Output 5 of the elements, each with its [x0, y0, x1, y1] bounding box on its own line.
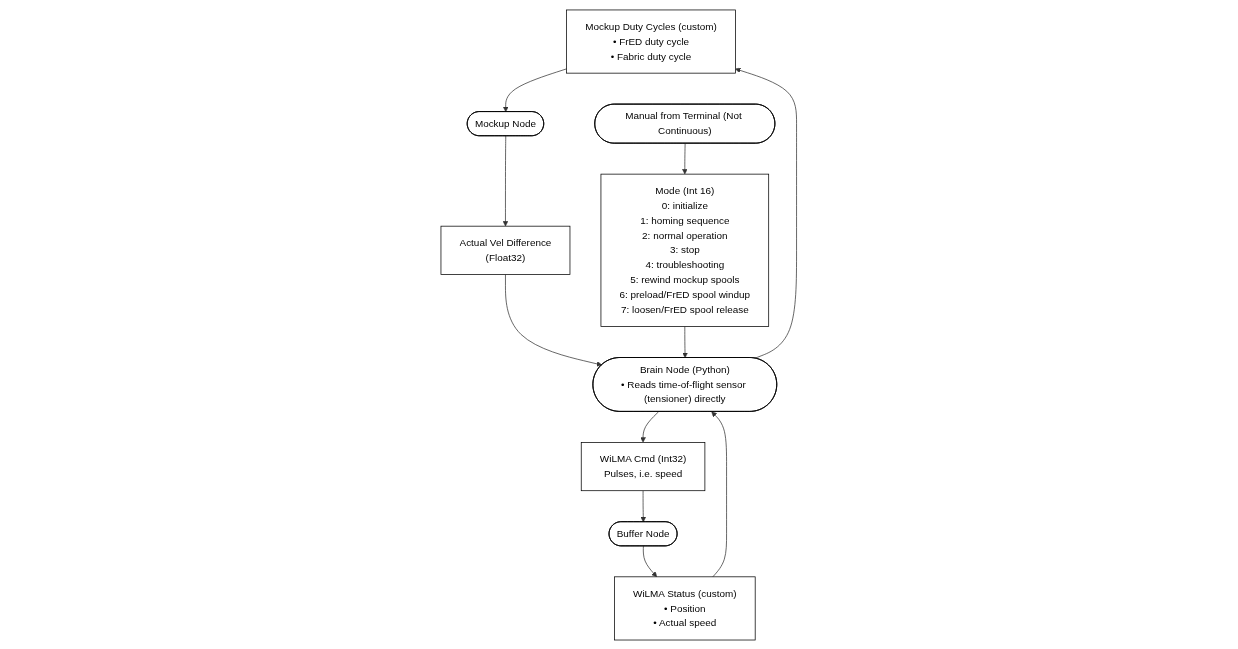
- node-box: WiLMA Cmd (Int32) Pulses, i.e. speed: [581, 441, 706, 491]
- node-box: Actual Vel Difference (Float32): [440, 225, 571, 275]
- node-box: Mockup Duty Cycles (custom) • FrED duty cycle • Fabric duty cycle: [566, 9, 736, 74]
- node-box: Mode (Int 16) 0: initialize 1: homing sequence 2: normal operation 3: stop 4: troubleshooting 5: rewind mockup spools 6: preload/FrED spool windup 7: loosen/FrED spool release: [600, 173, 770, 327]
- node-box: WiLMA Status (custom) • Position • Actual speed: [614, 575, 756, 640]
